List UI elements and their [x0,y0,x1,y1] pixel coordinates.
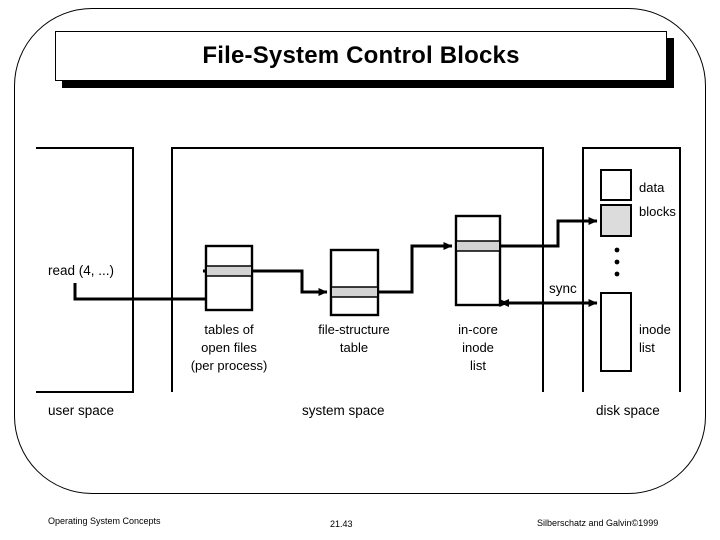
label-line: inode [639,322,671,337]
label-disk-inode-list: inode list [639,322,671,355]
open-files-to-file-structure-connector [252,269,328,296]
label-line: list [639,340,655,355]
label-line: file-structure [318,322,390,337]
label-file-structure-table: file-structure table [318,322,390,355]
block-in-core-inode-list [454,214,502,307]
region-label-user-space: user space [48,403,114,418]
label-line: inode [462,340,494,355]
label-data-blocks: data blocks [639,180,676,219]
sync-label: sync [549,281,577,296]
label-line: blocks [639,204,676,219]
page-title: File-System Control Blocks [202,42,520,69]
disk-block-used [600,204,632,237]
title-box: File-System Control Blocks [55,31,667,81]
footer-page-number: 21.43 [330,519,353,529]
label-line: data [639,180,665,195]
footer-copyright: Silberschatz and Galvin©1999 [537,518,659,528]
region-user-space [36,147,134,393]
label-in-core-inode-list: in-core inode list [458,322,498,373]
read-call-label: read (4, ...) [48,263,114,278]
label-line: open files [201,340,257,355]
label-line: list [470,358,486,373]
label-line: (per process) [191,358,268,373]
slide-border-frame [14,8,706,494]
disk-block-free [600,169,632,201]
sync-left-arrowhead [500,299,509,307]
vertical-ellipsis-icon [614,247,620,277]
label-line: tables of [204,322,254,337]
region-label-system-space: system space [302,403,385,418]
label-line: in-core [458,322,498,337]
region-system-space [171,147,544,392]
region-label-disk-space: disk space [596,403,660,418]
label-open-files-table: tables of open files (per process) [191,322,268,373]
footer-book-title: Operating System Concepts [48,516,161,526]
file-structure-to-inode-connector [378,242,453,294]
disk-inode-list-block [600,292,632,372]
region-disk-space [582,147,681,392]
block-open-files-table [204,244,254,312]
block-file-structure-table [329,248,380,317]
inode-to-data-blocks-connector [500,217,598,248]
label-line: table [340,340,368,355]
